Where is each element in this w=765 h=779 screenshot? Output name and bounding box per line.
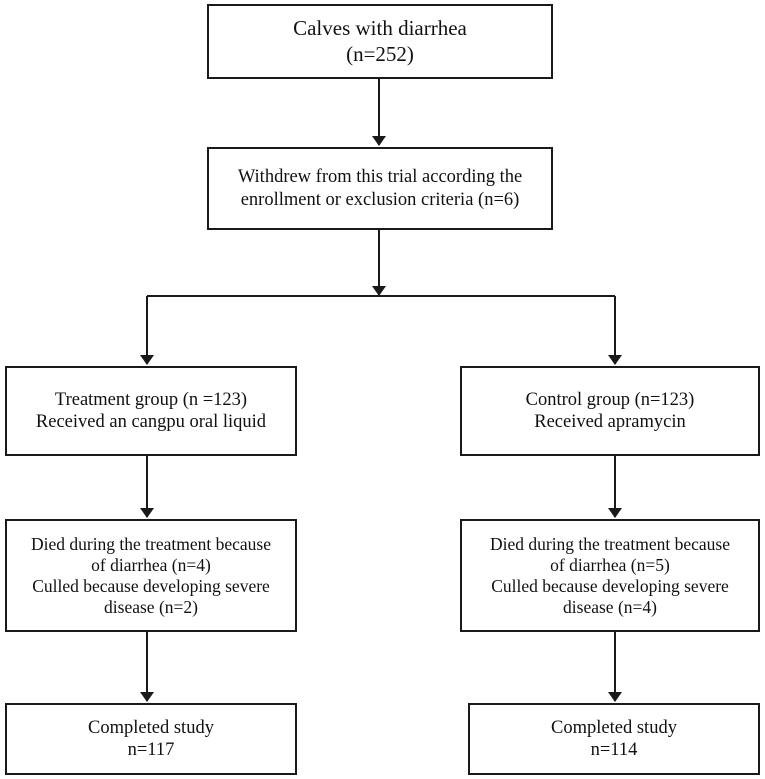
control-losses-line1: Died during the treatment because bbox=[489, 533, 731, 554]
treatment-losses-box: Died during the treatment because of dia… bbox=[5, 519, 297, 632]
control-completed-line2: n=114 bbox=[590, 740, 638, 760]
treatment-completed-box: Completed study n=117 bbox=[5, 703, 297, 775]
treatment-group-line1: Treatment group (n =123) bbox=[54, 389, 248, 410]
start-line1: Calves with diarrhea bbox=[293, 16, 467, 41]
control-group-line2: Received apramycin bbox=[534, 412, 686, 432]
control-losses-box: Died during the treatment because of dia… bbox=[460, 519, 760, 632]
control-losses-line3: Culled because developing severe bbox=[491, 575, 729, 596]
control-group-box: Control group (n=123) Received apramycin bbox=[460, 366, 760, 456]
treatment-completed-line2: n=117 bbox=[127, 740, 175, 760]
treatment-group-line2: Received an cangpu oral liquid bbox=[35, 412, 267, 432]
treatment-losses-line4: disease (n=2) bbox=[104, 596, 198, 617]
treatment-losses-line3: Culled because developing severe bbox=[32, 575, 270, 596]
withdrew-line1: Withdrew from this trial according the bbox=[237, 167, 523, 188]
control-group-line1: Control group (n=123) bbox=[525, 389, 695, 410]
control-completed-box: Completed study n=114 bbox=[468, 703, 760, 775]
start-box: Calves with diarrhea (n=252) bbox=[207, 4, 553, 79]
control-losses-line4: disease (n=4) bbox=[563, 596, 657, 617]
treatment-completed-line1: Completed study bbox=[88, 717, 214, 738]
control-losses-line2: of diarrhea (n=5) bbox=[550, 554, 670, 575]
treatment-losses-line2: of diarrhea (n=4) bbox=[91, 554, 211, 575]
treatment-losses-line1: Died during the treatment because bbox=[30, 533, 272, 554]
start-line2: (n=252) bbox=[346, 41, 414, 66]
withdrew-line2: enrollment or exclusion criteria (n=6) bbox=[240, 189, 520, 210]
withdrew-box: Withdrew from this trial according the e… bbox=[207, 147, 553, 230]
treatment-group-box: Treatment group (n =123) Received an can… bbox=[5, 366, 297, 456]
control-completed-line1: Completed study bbox=[551, 717, 677, 738]
